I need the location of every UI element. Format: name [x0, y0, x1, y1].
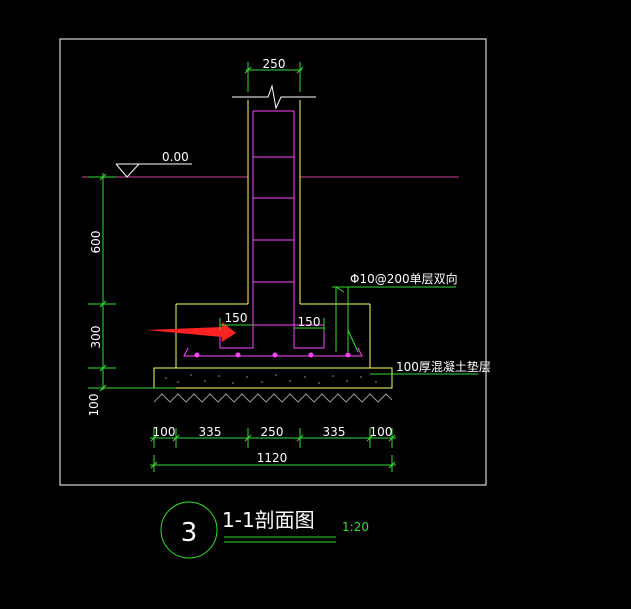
dim-600: 600 — [89, 231, 103, 254]
dim-step-left: 150 — [225, 311, 248, 325]
elevation-marker — [115, 163, 192, 178]
scale-label: 1:20 — [342, 520, 369, 534]
elevation-label: 0.00 — [162, 150, 189, 164]
dim-300: 300 — [89, 326, 103, 349]
wall-rebar — [219, 110, 325, 349]
rebar-leader — [332, 286, 456, 353]
title-underline — [224, 536, 336, 543]
dim-top — [244, 62, 304, 92]
dim-bottom-2: 335 — [199, 425, 222, 439]
wall-outline — [175, 100, 371, 368]
rebar-note: Φ10@200单层双向 — [350, 271, 458, 286]
highlight-arrow — [146, 322, 236, 342]
footing-rebar — [183, 347, 363, 358]
dim-bottom-4: 335 — [323, 425, 346, 439]
section-title: 1-1剖面图 — [222, 508, 315, 532]
dim-bottom-5: 100 — [370, 425, 393, 439]
drawing-frame — [59, 38, 487, 486]
cushion-note: 100厚混凝土垫层 — [396, 359, 491, 374]
dim-100: 100 — [87, 394, 101, 417]
dim-steps — [219, 318, 325, 332]
dim-total: 1120 — [257, 451, 288, 465]
dim-bottom — [150, 428, 396, 472]
concrete-cushion — [153, 367, 393, 389]
dim-left — [88, 173, 176, 392]
detail-circle — [160, 501, 218, 559]
break-line — [232, 84, 316, 110]
dim-bottom-1: 100 — [153, 425, 176, 439]
dim-wall-width: 250 — [263, 57, 286, 71]
detail-number: 3 — [181, 518, 198, 548]
dim-step-right: 150 — [298, 315, 321, 329]
dim-bottom-3: 250 — [261, 425, 284, 439]
earth-hatch — [153, 393, 393, 403]
